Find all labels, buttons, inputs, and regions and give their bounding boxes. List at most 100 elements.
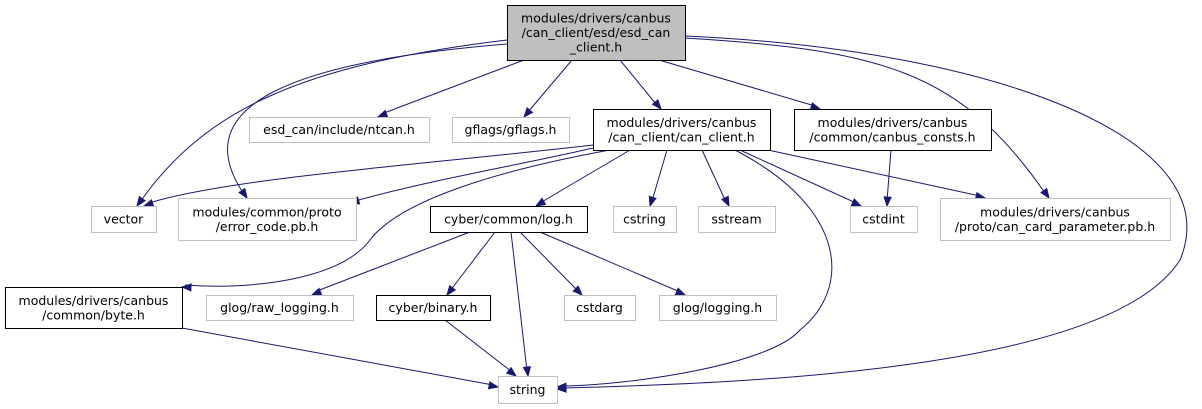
node-error_code_pb_h: modules/common/proto/error_code.pb.h [178,198,357,241]
node-string: string [498,376,558,404]
edge-line [619,59,657,105]
edge-arrowhead [572,285,583,296]
edge-line [181,327,494,386]
edge-binary_h-to-string [444,319,518,377]
edge-log_h-to-string [510,231,532,378]
node-box [698,206,776,233]
edge-line [449,231,496,292]
node-label-line: _client.h [569,40,622,55]
node-label-line: /can_client/esd/esd_can [522,25,671,40]
edge-arrowhead [674,287,687,296]
node-raw_logging_h: glog/raw_logging.h [206,295,354,321]
node-canbus_consts_h[interactable]: modules/drivers/canbus/common/canbus_con… [794,109,992,151]
edge-line [316,231,471,292]
edge-arrowhead [534,197,547,207]
node-cstdint: cstdint [850,206,918,233]
node-log_h[interactable]: cyber/common/log.h [430,206,588,233]
node-label-line: cyber/binary.h [389,300,478,315]
edge-can_client_h-to-byte_h [180,149,611,292]
edge-line [383,59,525,114]
edge-canbus_consts_h-to-cstdint [883,149,892,208]
node-label-line: cstdarg [576,300,623,315]
edge-can_client_h-to-sstream [701,149,730,208]
edge-byte_h-to-string [181,327,500,390]
edge-line [651,149,668,202]
node-box [850,206,918,233]
node-label-line: /common/canbus_consts.h [809,129,975,144]
node-box [659,295,777,321]
edge-arrowhead [809,102,822,111]
edge-log_h-to-raw_logging_h [310,231,471,296]
node-box [249,117,430,143]
node-box [376,295,491,321]
node-gflags_h: gflags/gflags.h [452,117,570,143]
edge-line [562,149,833,387]
edge-line [539,149,631,204]
edge-line [527,59,573,113]
edge-line [658,59,816,107]
node-label-line: cstdint [862,212,905,227]
edge-arrowhead [487,381,500,390]
node-can_card_parameter_pb_h: modules/drivers/canbus/proto/can_card_pa… [940,198,1171,241]
edge-esd_can_client_h-to-can_card_parameter_pb_h [684,37,1050,200]
edge-arrowhead [648,195,657,208]
edge-line [539,231,681,293]
node-esd_can_client_h[interactable]: modules/drivers/canbus/can_client/esd/es… [507,5,686,61]
node-label-line: glog/logging.h [673,300,762,315]
edge-line [701,149,727,203]
node-label-line: modules/drivers/canbus [19,293,169,308]
edge-line [444,319,513,373]
node-byte_h[interactable]: modules/drivers/canbus/common/byte.h [5,287,183,329]
edge-arrowhead [522,366,532,378]
node-label-line: /can_client/can_client.h [608,129,754,144]
edge-arrowhead [238,187,248,200]
edge-log_h-to-binary_h [446,231,496,297]
node-vector: vector [91,206,157,233]
node-box [593,109,771,151]
edge-arrowhead [136,195,146,208]
edge-arrowhead [883,196,892,208]
node-box [91,206,157,233]
edges-layer [136,35,1188,393]
node-box [794,109,992,151]
node-binary_h[interactable]: cyber/binary.h [376,295,491,321]
node-cstdarg: cstdarg [564,295,636,321]
node-can_client_h[interactable]: modules/drivers/canbus/can_client/can_cl… [593,109,771,151]
edge-esd_can_client_h-to-error_code_pb_h [227,43,508,200]
node-box [507,5,686,61]
node-box [452,117,570,143]
edge-arrowhead [505,366,518,377]
edge-line [767,149,981,197]
edge-arrowhead [180,283,192,292]
node-label-line: cstring [623,212,666,227]
edge-arrowhead [555,382,567,391]
edge-arrowhead [523,107,534,119]
edge-line [139,39,508,203]
node-label-line: modules/drivers/canbus [818,115,968,130]
edge-can_client_h-to-log_h [534,149,631,207]
node-ntcan_h: esd_can/include/ntcan.h [249,117,430,143]
node-box [206,295,354,321]
node-box [178,198,357,241]
node-label-line: string [510,382,546,397]
edge-line [886,149,892,202]
edge-arrowhead [850,198,863,207]
edge-log_h-to-cstdarg [519,231,583,296]
edge-line [562,35,1188,389]
node-label-line: modules/drivers/canbus [980,204,1130,219]
node-label-line: /error_code.pb.h [216,219,319,234]
edge-can_client_h-to-can_card_parameter_pb_h [767,149,987,201]
edge-log_h-to-logging_h [539,231,687,296]
node-label-line: sstream [711,212,761,227]
edge-esd_can_client_h-to-ntcan_h [376,59,525,118]
edge-line [227,43,508,195]
edge-line [739,149,857,204]
node-box [498,376,558,404]
edge-can_client_h-to-cstdint [739,149,863,207]
edge-esd_can_client_h-to-gflags_h [523,59,573,119]
edge-arrowhead [651,98,662,111]
node-label-line: modules/common/proto [192,204,341,219]
node-box [564,295,636,321]
node-logging_h: glog/logging.h [659,295,777,321]
